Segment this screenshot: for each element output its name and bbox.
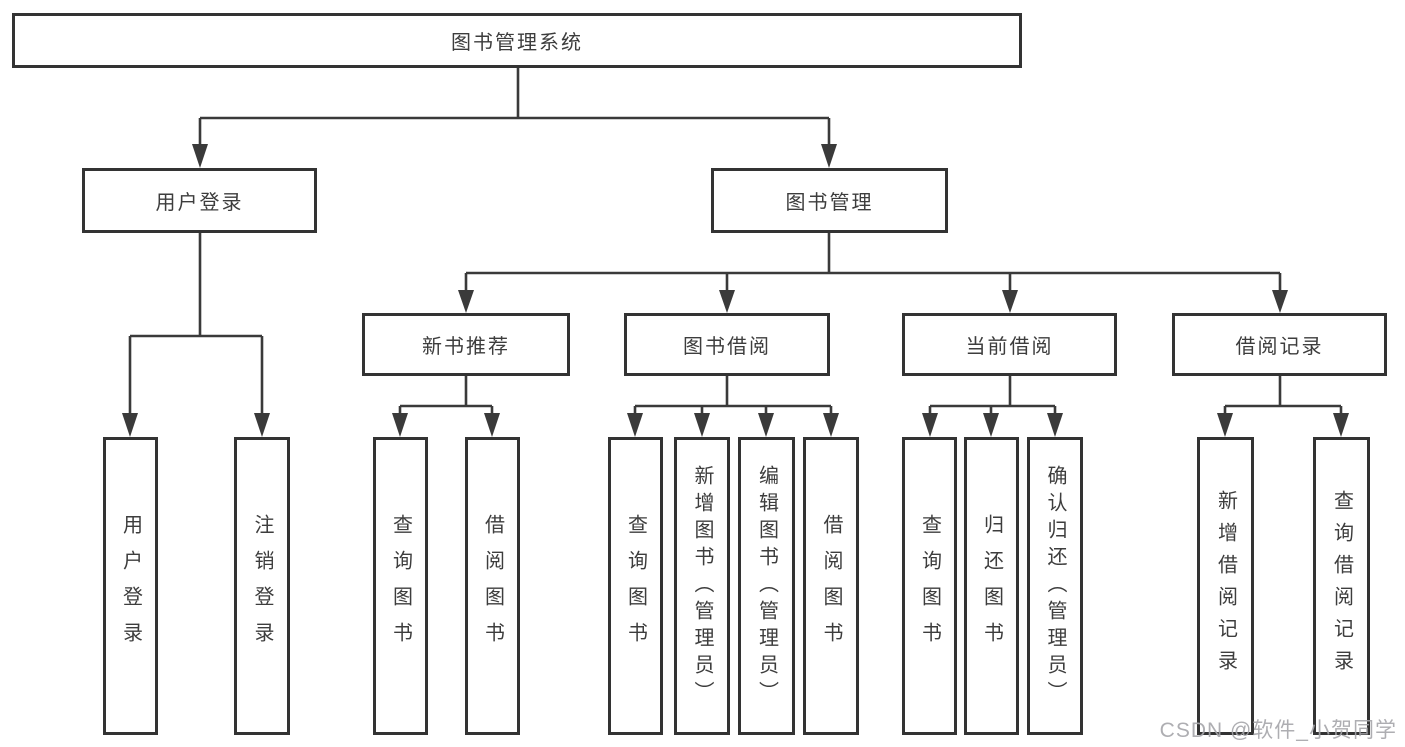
- node-borrow-records: 借阅记录: [1172, 313, 1387, 376]
- csdn-watermark: CSDN @软件_小贺同学: [1159, 719, 1397, 742]
- node-book-management-system-label: 图书管理系统: [451, 32, 583, 54]
- leaf-recommend-query-book: 查询图书: [373, 437, 428, 735]
- leaf-borrow-query-book: 查询图书: [608, 437, 663, 735]
- leaf-recommend-borrow-book-label: 借阅图书: [481, 514, 504, 658]
- leaf-logout-login: 注销登录: [234, 437, 290, 735]
- leaf-borrow-edit-book-admin-label: 编辑图书（管理员）: [755, 464, 778, 708]
- leaf-recommend-borrow-book: 借阅图书: [465, 437, 520, 735]
- leaf-current-confirm-return-admin-label: 确认归还（管理员）: [1044, 464, 1066, 708]
- leaf-current-query-book-label: 查询图书: [918, 514, 941, 658]
- node-new-book-recommend: 新书推荐: [362, 313, 570, 376]
- leaf-logout-login-label: 注销登录: [251, 514, 273, 658]
- node-user-login: 用户登录: [82, 168, 317, 233]
- leaf-records-query-record-label: 查询借阅记录: [1330, 490, 1353, 682]
- leaf-user-login-label: 用户登录: [119, 514, 142, 658]
- leaf-borrow-add-book-admin-label: 新增图书（管理员）: [691, 464, 713, 708]
- leaf-borrow-borrow-book-label: 借阅图书: [820, 514, 842, 658]
- node-new-book-recommend-label: 新书推荐: [422, 336, 510, 358]
- node-current-borrow-label: 当前借阅: [965, 336, 1054, 358]
- leaf-borrow-query-book-label: 查询图书: [624, 514, 647, 658]
- leaf-records-query-record: 查询借阅记录: [1313, 437, 1370, 735]
- node-user-login-label: 用户登录: [155, 192, 244, 214]
- leaf-borrow-borrow-book: 借阅图书: [803, 437, 859, 735]
- leaf-current-query-book: 查询图书: [902, 437, 957, 735]
- leaf-user-login: 用户登录: [103, 437, 158, 735]
- node-book-management-system: 图书管理系统: [12, 13, 1022, 68]
- arrowheads: [122, 144, 1349, 437]
- node-book-borrow-label: 图书借阅: [683, 336, 771, 358]
- leaf-current-return-book-label: 归还图书: [980, 514, 1003, 658]
- node-borrow-records-label: 借阅记录: [1235, 336, 1324, 358]
- leaf-borrow-edit-book-admin: 编辑图书（管理员）: [738, 437, 795, 735]
- leaf-records-add-record: 新增借阅记录: [1197, 437, 1254, 735]
- leaf-current-return-book: 归还图书: [964, 437, 1019, 735]
- node-book-borrow: 图书借阅: [624, 313, 830, 376]
- leaf-recommend-query-book-label: 查询图书: [389, 514, 412, 658]
- leaf-current-confirm-return-admin: 确认归还（管理员）: [1027, 437, 1083, 735]
- node-book-management-label: 图书管理: [785, 192, 874, 214]
- node-book-management: 图书管理: [711, 168, 948, 233]
- node-current-borrow: 当前借阅: [902, 313, 1117, 376]
- leaf-records-add-record-label: 新增借阅记录: [1214, 490, 1237, 682]
- leaf-borrow-add-book-admin: 新增图书（管理员）: [674, 437, 730, 735]
